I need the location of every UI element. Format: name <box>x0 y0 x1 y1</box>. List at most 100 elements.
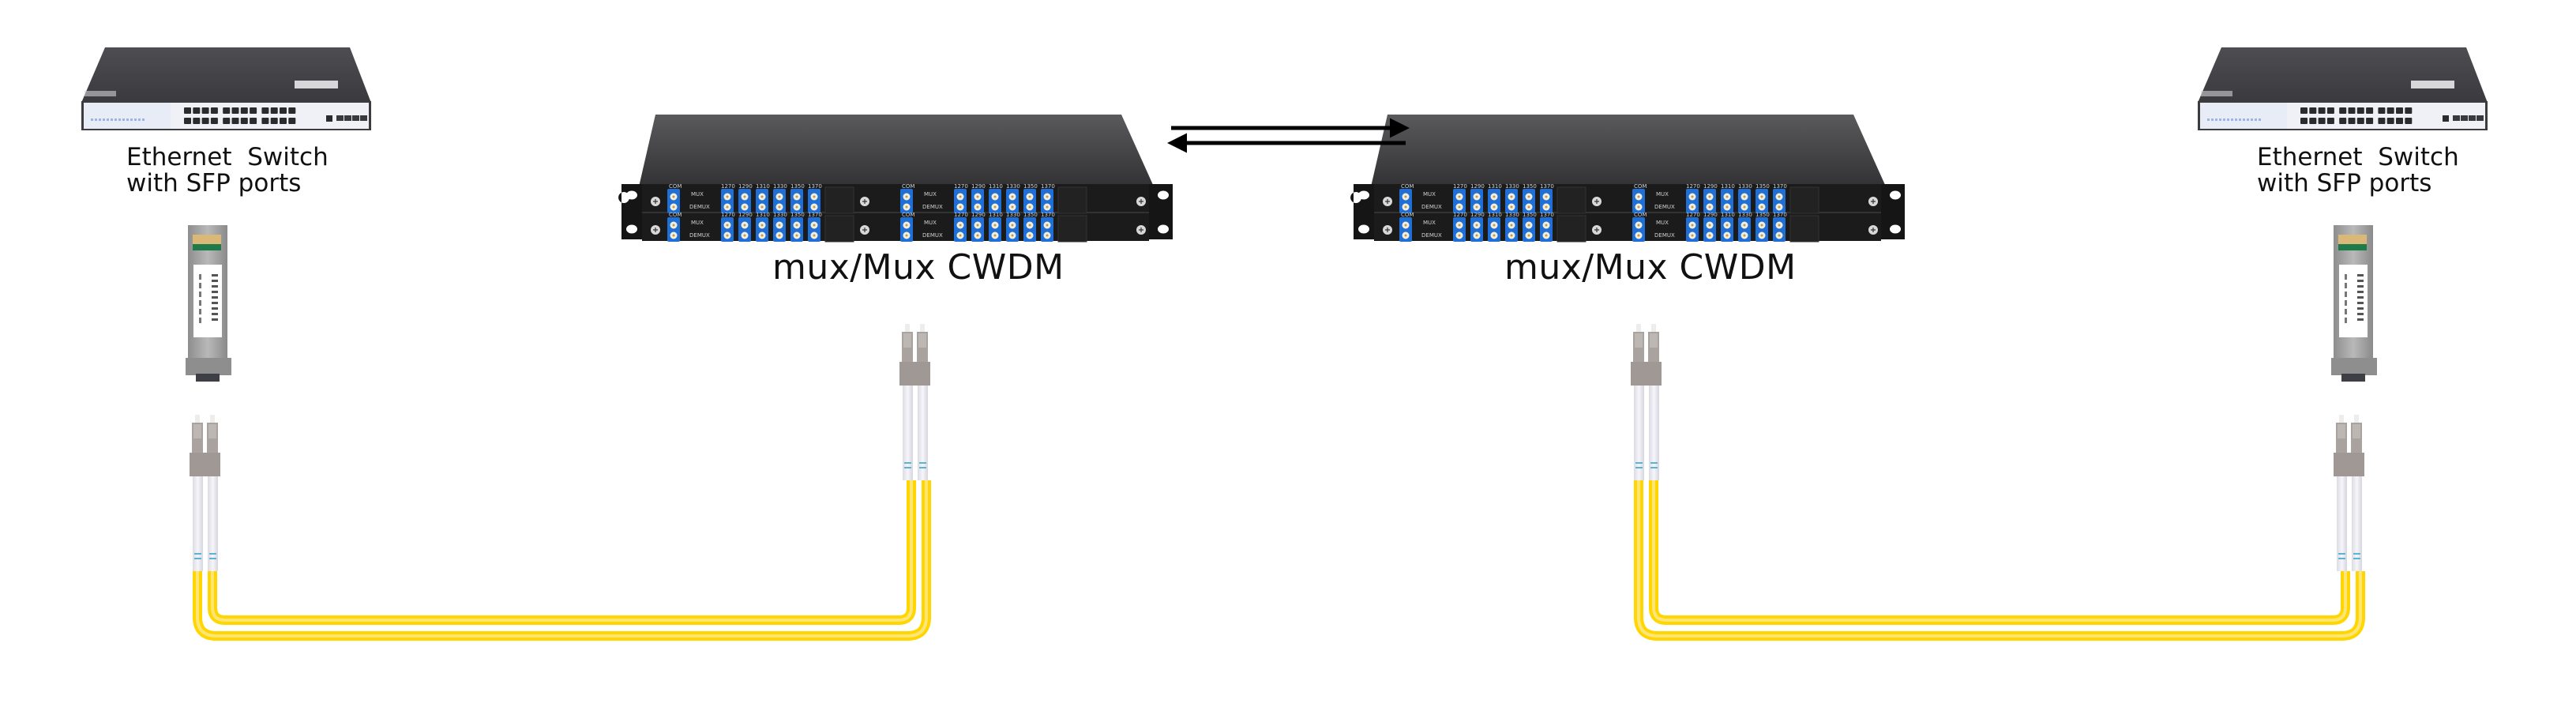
lc-ferrule-core <box>778 224 781 227</box>
lc-ferrule-core <box>760 195 764 198</box>
demux-port-label: DEMUX <box>922 204 943 210</box>
lc-boot <box>903 386 913 480</box>
rj45-port <box>250 118 257 124</box>
channel-wavelength-label: 1270 <box>721 183 735 190</box>
rj45-port <box>231 118 239 124</box>
lc-boot-marking <box>1635 467 1643 468</box>
demux-port-label: DEMUX <box>689 204 710 210</box>
lc-ferrule-core <box>778 234 781 237</box>
lc-ferrule-core <box>1545 205 1548 209</box>
switch-led <box>122 118 125 121</box>
lc-boot <box>2352 476 2362 571</box>
thumbscrew-slot <box>1594 228 1599 232</box>
channel-wavelength-label: 1330 <box>1505 183 1519 190</box>
fiber-patch-cord-left <box>190 324 931 641</box>
fiber-strand-inner <box>1649 480 2350 625</box>
lc-ferrule-core <box>743 205 746 209</box>
channel-wavelength-label: 1370 <box>1540 212 1554 218</box>
lc-ferrule-core <box>1760 205 1763 209</box>
sfp-port <box>344 115 351 121</box>
rj45-port <box>223 118 231 124</box>
lc-ferrule-core <box>905 234 908 237</box>
rj45-port <box>2405 107 2413 114</box>
switch-led <box>2231 118 2233 121</box>
lc-ferrule-core <box>726 195 729 198</box>
lc-ferrule-core <box>672 195 675 198</box>
rj45-port <box>2405 118 2413 124</box>
mux-port-label: MUX <box>691 191 704 198</box>
channel-wavelength-label: 1350 <box>790 183 805 190</box>
switch-top-cover <box>81 47 371 103</box>
channel-wavelength-label: 1290 <box>738 212 753 218</box>
rj45-port <box>240 107 248 114</box>
channel-wavelength-label: 1370 <box>808 212 822 218</box>
switch-led-panel <box>84 103 171 129</box>
rj45-port <box>2300 107 2308 114</box>
lc-ferrule-core <box>1493 205 1496 209</box>
rj45-port <box>201 107 209 114</box>
lc-ferrule-core <box>1458 205 1461 209</box>
lc-ferrule-core <box>993 224 997 227</box>
channel-wavelength-label: 1370 <box>1773 212 1787 218</box>
rack-ear-hole <box>626 190 637 200</box>
channel-wavelength-label: 1310 <box>1488 183 1502 190</box>
switch-left-label-line1: Ethernet Switch <box>126 143 329 171</box>
bidirectional-link-arrows <box>1167 118 1410 153</box>
lc-ferrule-core <box>1691 224 1694 227</box>
lc-ferrule-core <box>1778 224 1781 227</box>
lc-ferrule-core <box>1527 195 1530 198</box>
lc-ferrule-core <box>1708 195 1711 198</box>
rj45-port <box>193 107 201 114</box>
fiber-strand-outer <box>1634 480 2365 641</box>
channel-wavelength-label: 1290 <box>1703 183 1718 190</box>
blank-slot <box>1057 215 1087 243</box>
switch-brand-plate <box>84 91 116 96</box>
channel-wavelength-label: 1290 <box>971 212 986 218</box>
lc-ferrule-core <box>672 224 675 227</box>
rj45-port <box>2386 107 2394 114</box>
channel-wavelength-label: 1370 <box>808 183 822 190</box>
console-port <box>2443 115 2449 122</box>
channel-wavelength-label: 1270 <box>1453 183 1467 190</box>
thumbscrew-slot <box>862 199 867 204</box>
sfp-port <box>2476 115 2484 121</box>
lc-ferrule-core <box>726 224 729 227</box>
lc-ferrule-core <box>743 224 746 227</box>
rj45-port <box>2318 118 2326 124</box>
sfp-edge-contacts <box>193 235 221 246</box>
sfp-port <box>2453 115 2460 121</box>
channel-wavelength-label: 1290 <box>738 183 753 190</box>
sfp-barcode <box>212 274 218 276</box>
fiber-strand-outer <box>193 480 931 641</box>
channel-wavelength-label: 1310 <box>756 183 770 190</box>
rack-ear-hole <box>1890 190 1901 200</box>
rj45-port <box>2318 107 2326 114</box>
fiber-strand-inner <box>208 480 916 625</box>
lc-ferrule-core <box>1743 234 1746 237</box>
lc-boot <box>2337 476 2347 571</box>
lc-ferrule-core <box>1404 195 1407 198</box>
lc-ferrule-core <box>813 195 816 198</box>
switch-led <box>138 118 141 121</box>
rack-ear-left <box>1350 184 1377 239</box>
rj45-port <box>2356 107 2364 114</box>
lc-ferrule-tip <box>905 324 910 332</box>
lc-ferrule-core <box>778 205 781 209</box>
rj45-port <box>288 118 296 124</box>
lc-ferrule-core <box>1493 224 1496 227</box>
rj45-port <box>2348 107 2356 114</box>
mux-port-label: MUX <box>691 220 704 226</box>
rj45-port <box>210 118 218 124</box>
mux-port-label: MUX <box>1423 191 1436 198</box>
rj45-port <box>250 107 257 114</box>
lc-ferrule-core <box>1527 234 1530 237</box>
sfp-pcb <box>2338 244 2367 250</box>
lc-ferrule-core <box>993 195 997 198</box>
lc-ferrule-core <box>1404 234 1407 237</box>
lc-ferrule-core <box>959 234 962 237</box>
demux-port-label: DEMUX <box>1421 204 1442 210</box>
lc-ferrule-core <box>976 224 979 227</box>
lc-ferrule-core <box>1527 224 1530 227</box>
lc-ferrule-core <box>1725 205 1729 209</box>
sfp-barcode <box>212 318 218 321</box>
